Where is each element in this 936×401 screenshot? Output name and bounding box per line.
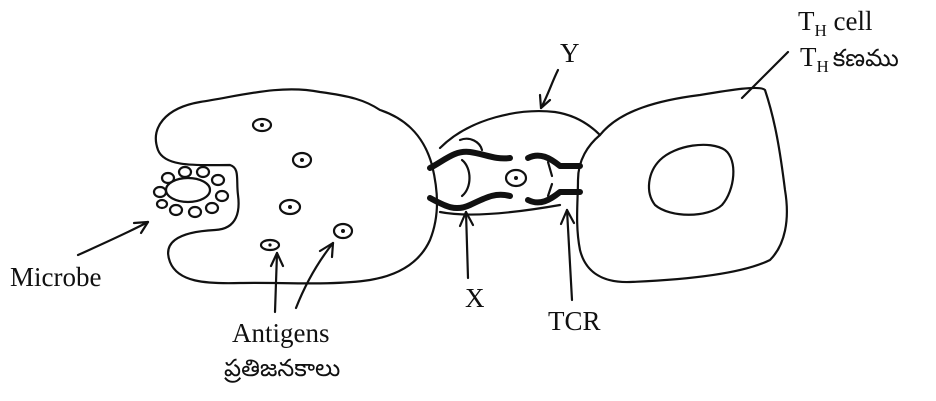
- th-cell-telugu-label: TH కణము: [800, 42, 899, 78]
- microbe: [154, 167, 228, 217]
- t-helper-cell: [577, 88, 787, 282]
- antigen-presenting-cell: [156, 89, 437, 283]
- antigens-telugu-label: ప్రతిజనకాలు: [224, 354, 340, 388]
- x-label: X: [465, 283, 485, 314]
- y-label: Y: [560, 38, 580, 69]
- synapse-membrane-y: [440, 111, 600, 148]
- antigens-label: Antigens: [232, 318, 330, 349]
- microbe-label: Microbe: [10, 262, 101, 293]
- th-cell-label: TH cell: [798, 6, 873, 37]
- tcr-label: TCR: [548, 306, 601, 337]
- antigen-particles: [253, 119, 352, 250]
- mhc-molecule-x: [430, 139, 510, 208]
- t-cell-nucleus: [649, 145, 733, 215]
- tcr-receptor: [528, 156, 580, 203]
- arrows: [78, 52, 788, 312]
